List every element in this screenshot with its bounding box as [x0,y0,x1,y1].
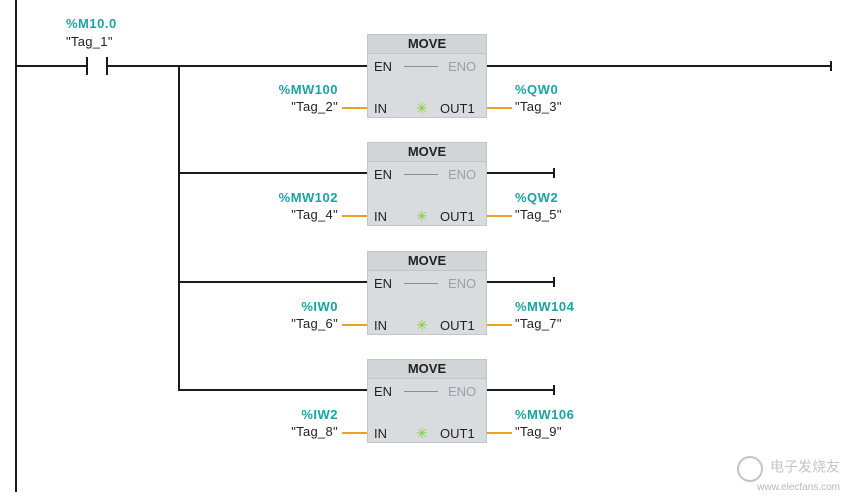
normally-open-contact[interactable] [86,57,110,75]
branch-wire-2 [178,172,368,174]
en-pin-label: EN [374,59,393,74]
out-operand-tag[interactable]: "Tag_7" [515,316,562,331]
branch-wire-4 [178,389,368,391]
out-wire [487,432,512,434]
eno-pin-label: ENO [448,276,477,291]
out-wire [487,107,512,109]
out-pin-label: OUT1 [440,318,475,333]
en-pin-label: EN [374,384,393,399]
eno-wire-3 [487,281,555,283]
watermark: 电子发烧友 www.elecfans.com [737,456,840,494]
out-operand-address[interactable]: %QW2 [515,190,559,205]
watermark-url: www.elecfans.com [757,482,840,493]
in-operand-tag[interactable]: "Tag_8" [291,424,338,439]
in-pin-label: IN [374,318,387,333]
out-operand-tag[interactable]: "Tag_9" [515,424,562,439]
eno-wire-4 [487,389,555,391]
in-operand-address[interactable]: %IW0 [301,299,338,314]
rung-end-4 [553,385,555,395]
move-block-2[interactable]: MOVE EN ENO IN ✳ OUT1 [367,142,487,226]
in-pin-label: IN [374,426,387,441]
out-operand-address[interactable]: %MW106 [515,407,575,422]
block-title: MOVE [368,252,486,271]
move-block-1[interactable]: MOVE EN ENO IN ✳ OUT1 [367,34,487,118]
contact-right-bar [106,57,108,75]
contact-tag[interactable]: "Tag_1" [66,34,113,49]
status-spark-icon: ✳ [416,317,428,333]
en-pin-label: EN [374,276,393,291]
rung-wire [108,65,368,67]
contact-address[interactable]: %M10.0 [66,16,117,31]
out-pin-label: OUT1 [440,101,475,116]
en-eno-link [404,391,438,392]
in-wire [342,432,367,434]
out-operand-address[interactable]: %QW0 [515,82,559,97]
in-pin-label: IN [374,101,387,116]
out-pin-label: OUT1 [440,209,475,224]
in-operand-address[interactable]: %MW100 [278,82,338,97]
block-title: MOVE [368,143,486,162]
en-eno-link [404,283,438,284]
eno-pin-label: ENO [448,384,477,399]
rung-end-2 [553,168,555,178]
contact-left-bar [86,57,88,75]
out-operand-address[interactable]: %MW104 [515,299,575,314]
in-operand-address[interactable]: %MW102 [278,190,338,205]
watermark-title: 电子发烧友 [770,458,840,475]
rung-wire [15,65,87,67]
eno-wire-1 [487,65,832,67]
rung-end-3 [553,277,555,287]
branch-wire [178,65,180,390]
in-wire [342,215,367,217]
en-eno-link [404,174,438,175]
eno-pin-label: ENO [448,167,477,182]
eno-wire-2 [487,172,555,174]
rung-end-1 [830,61,832,71]
out-wire [487,324,512,326]
in-operand-tag[interactable]: "Tag_2" [291,99,338,114]
en-eno-link [404,66,438,67]
in-operand-tag[interactable]: "Tag_4" [291,207,338,222]
eno-pin-label: ENO [448,59,477,74]
out-operand-tag[interactable]: "Tag_5" [515,207,562,222]
watermark-logo-icon [737,456,764,482]
status-spark-icon: ✳ [416,425,428,441]
in-operand-address[interactable]: %IW2 [301,407,338,422]
in-wire [342,324,367,326]
move-block-4[interactable]: MOVE EN ENO IN ✳ OUT1 [367,359,487,443]
status-spark-icon: ✳ [416,208,428,224]
in-operand-tag[interactable]: "Tag_6" [291,316,338,331]
out-pin-label: OUT1 [440,426,475,441]
branch-wire-3 [178,281,368,283]
block-title: MOVE [368,35,486,54]
out-wire [487,215,512,217]
move-block-3[interactable]: MOVE EN ENO IN ✳ OUT1 [367,251,487,335]
block-title: MOVE [368,360,486,379]
en-pin-label: EN [374,167,393,182]
in-pin-label: IN [374,209,387,224]
status-spark-icon: ✳ [416,100,428,116]
left-power-rail [15,0,17,492]
out-operand-tag[interactable]: "Tag_3" [515,99,562,114]
in-wire [342,107,367,109]
